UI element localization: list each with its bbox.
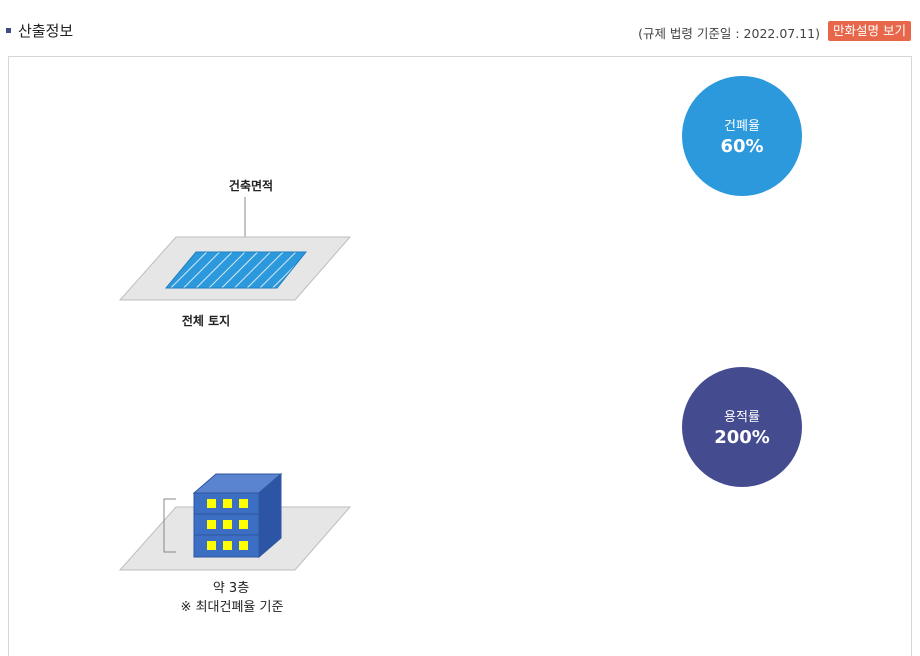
window (207, 499, 216, 508)
cartoon-explanation-button[interactable]: 만화설명 보기 (828, 21, 911, 41)
window (223, 520, 232, 529)
building-coverage-ratio-circle: 건폐율 60% (682, 76, 802, 196)
window (207, 541, 216, 550)
window (207, 520, 216, 529)
calculation-panel (8, 56, 912, 656)
window (223, 499, 232, 508)
section-title-text: 산출정보 (18, 22, 74, 40)
window (239, 499, 248, 508)
window (239, 541, 248, 550)
regulation-date: (규제 법령 기준일 : 2022.07.11) (638, 26, 820, 41)
building-windows (207, 499, 248, 550)
floors-label: 약 3층 (213, 581, 249, 596)
building-coverage-diagram: 건축면적 전체 토지 (118, 178, 352, 328)
window (239, 520, 248, 529)
total-land-label: 전체 토지 (182, 313, 230, 328)
floor-area-ratio-label: 용적률 (724, 410, 760, 425)
height-bracket (163, 498, 176, 553)
title-bullet-icon (6, 28, 11, 33)
window (223, 541, 232, 550)
floor-area-ratio-value: 200% (714, 427, 770, 448)
coverage-ratio-value: 60% (720, 136, 764, 157)
floor-area-ratio-circle: 용적률 200% (682, 367, 802, 487)
building-area-hatch (164, 251, 308, 289)
building-area-label: 건축면적 (229, 178, 273, 193)
coverage-ratio-label: 건폐율 (724, 119, 760, 134)
floor-area-diagram: 약 3층 ※ 최대건폐율 기준 (118, 472, 352, 615)
basis-note: ※ 최대건폐율 기준 (181, 600, 284, 615)
section-header: 산출정보 (규제 법령 기준일 : 2022.07.11) 만화설명 보기 (0, 0, 920, 56)
section-title: 산출정보 (6, 20, 73, 41)
